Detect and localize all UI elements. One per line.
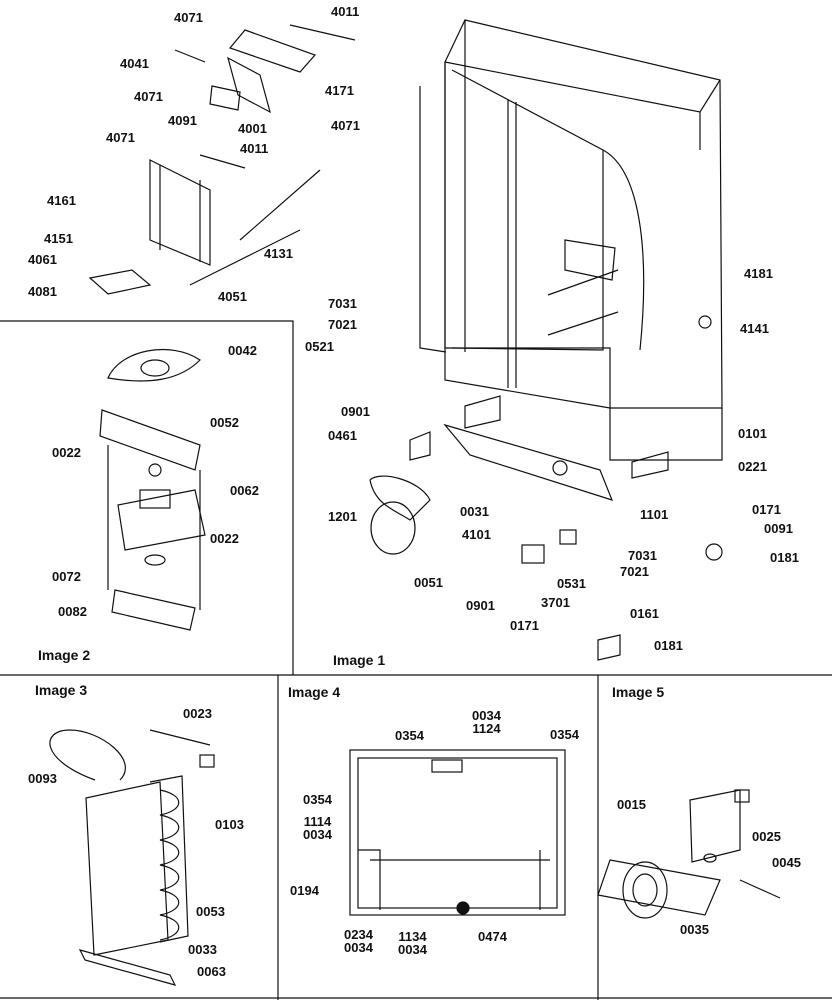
callout-0022: 0022 — [52, 445, 81, 460]
callout-1101: 1101 — [640, 507, 669, 522]
callout-0901: 0901 — [466, 598, 495, 613]
callout-4071: 4071 — [106, 130, 135, 145]
callout-4011: 4011 — [240, 141, 269, 156]
callout-0052: 0052 — [210, 415, 239, 430]
damper-fan-drawing — [597, 789, 781, 919]
callout-0194: 0194 — [290, 883, 319, 898]
evaporator-coil-drawing — [49, 729, 215, 986]
callout-0034: 0034 — [472, 708, 501, 723]
callout-0093: 0093 — [28, 771, 57, 786]
callout-0045: 0045 — [772, 855, 801, 870]
callout-0354: 0354 — [550, 727, 579, 742]
callout-0082: 0082 — [58, 604, 87, 619]
fan-motor-drawing — [99, 348, 206, 631]
callout-4171: 4171 — [325, 83, 354, 98]
callout-1114: 1114 — [303, 814, 332, 829]
callout-0103: 0103 — [215, 817, 244, 832]
callout-4001: 4001 — [238, 121, 267, 136]
callout-0354: 0354 — [303, 792, 332, 807]
panel-borders — [0, 320, 832, 1000]
callout-0461: 0461 — [328, 428, 357, 443]
callout-0161: 0161 — [630, 606, 659, 621]
callout-4081: 4081 — [28, 284, 57, 299]
callout-7031: 7031 — [628, 548, 657, 563]
liner-drawing — [349, 749, 566, 916]
callout-0053: 0053 — [196, 904, 225, 919]
panel-title-image-3: Image 3 — [35, 682, 88, 698]
callout-0101: 0101 — [738, 426, 767, 441]
upper-bracket-assembly — [88, 24, 356, 295]
callout-1134-0034: 1134 0034 — [398, 930, 427, 956]
callout-4131: 4131 — [264, 246, 293, 261]
callout-1201: 1201 — [328, 509, 357, 524]
callout-0354: 0354 — [395, 728, 424, 743]
callout-0034: 0034 — [344, 940, 373, 955]
callout-0025: 0025 — [752, 829, 781, 844]
callout-0042: 0042 — [228, 343, 257, 358]
callout-0181: 0181 — [654, 638, 683, 653]
callout-0181: 0181 — [770, 550, 799, 565]
callout-0031: 0031 — [460, 504, 489, 519]
callout-0051: 0051 — [414, 575, 443, 590]
callout-4011: 4011 — [331, 4, 360, 19]
callout-0901: 0901 — [341, 404, 370, 419]
callout-0034: 0034 — [303, 827, 332, 842]
callout-4181: 4181 — [744, 266, 773, 281]
callout-4091: 4091 — [168, 113, 197, 128]
callout-0033: 0033 — [188, 942, 217, 957]
callout-0035: 0035 — [680, 922, 709, 937]
callout-1124: 1124 — [472, 721, 501, 736]
callout-0221: 0221 — [738, 459, 767, 474]
callout-7031: 7031 — [328, 296, 357, 311]
cabinet-drawing — [419, 19, 723, 461]
callout-0062: 0062 — [230, 483, 259, 498]
panel-title-image-4: Image 4 — [288, 684, 341, 700]
callout-0015: 0015 — [617, 797, 646, 812]
callout-1114-0034: 1114 0034 — [303, 815, 332, 841]
callout-0034-1124: 0034 1124 — [472, 709, 501, 735]
callout-0531: 0531 — [557, 576, 586, 591]
callout-0234-0034: 0234 0034 — [344, 928, 373, 954]
callout-0234: 0234 — [344, 927, 373, 942]
callout-0171: 0171 — [510, 618, 539, 633]
callout-0034: 0034 — [398, 942, 427, 957]
callout-4071: 4071 — [134, 89, 163, 104]
lower-drain-assembly — [369, 315, 723, 661]
callout-4101: 4101 — [462, 527, 491, 542]
callout-4161: 4161 — [47, 193, 76, 208]
callout-0023: 0023 — [183, 706, 212, 721]
callout-4141: 4141 — [740, 321, 769, 336]
panel-title-image-5: Image 5 — [612, 684, 665, 700]
callout-0022: 0022 — [210, 531, 239, 546]
callout-0474: 0474 — [478, 929, 507, 944]
callout-7021: 7021 — [328, 317, 357, 332]
callout-4071: 4071 — [174, 10, 203, 25]
callout-0063: 0063 — [197, 964, 226, 979]
callout-0072: 0072 — [52, 569, 81, 584]
callout-4041: 4041 — [120, 56, 149, 71]
panel-title-image-2: Image 2 — [38, 647, 91, 663]
callout-3701: 3701 — [541, 595, 570, 610]
callout-0521: 0521 — [305, 339, 334, 354]
callout-7021: 7021 — [620, 564, 649, 579]
callout-0091: 0091 — [764, 521, 793, 536]
callout-0171: 0171 — [752, 502, 781, 517]
callout-4071: 4071 — [331, 118, 360, 133]
callout-4061: 4061 — [28, 252, 57, 267]
panel-title-image-1: Image 1 — [333, 652, 386, 668]
callout-1134: 1134 — [398, 929, 427, 944]
callout-4151: 4151 — [44, 231, 73, 246]
callout-4051: 4051 — [218, 289, 247, 304]
